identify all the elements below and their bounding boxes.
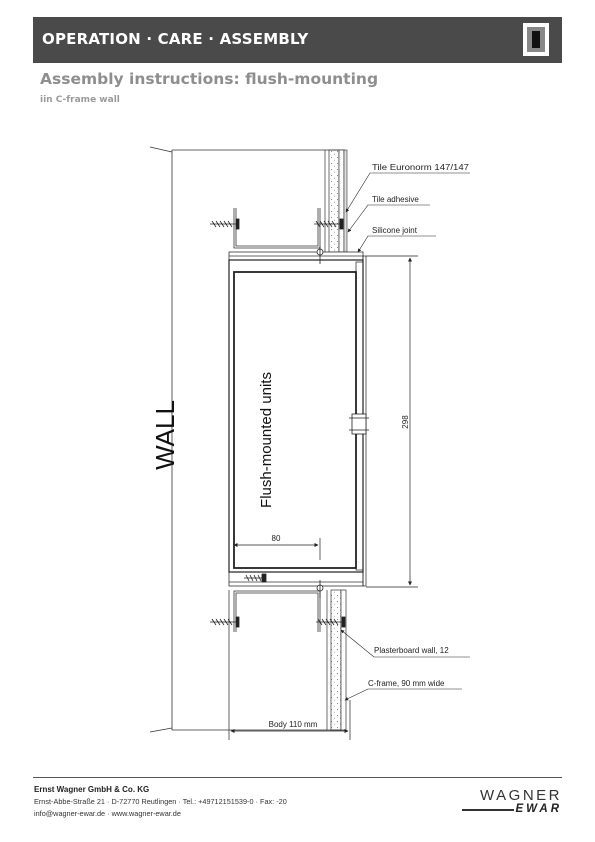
body-dimension — [228, 590, 351, 740]
logo-text-bottom: EWAR — [515, 803, 562, 815]
page-title: Assembly instructions: flush-mounting — [40, 70, 379, 88]
footer-rule — [33, 777, 562, 778]
body-dimension-label: Body 110 mm — [269, 720, 318, 729]
screw-lower-right — [316, 616, 346, 628]
flush-unit-body — [228, 255, 369, 587]
company-address: Ernst-Abbe-Straße 21 · D-72770 Reutlinge… — [34, 797, 287, 806]
plasterboard-label: Plasterboard wall, 12 — [374, 646, 449, 655]
logo-text-top: WAGNER — [480, 787, 562, 804]
depth-dimension — [233, 538, 321, 560]
header-bar: OPERATION · CARE · ASSEMBLY — [33, 17, 562, 63]
cframe-label: C-frame, 90 mm wide — [368, 679, 445, 688]
screw-lower-center — [316, 580, 324, 598]
tile-label: Tile Euronorm 147/147 — [372, 163, 470, 172]
wagner-ewar-logo: WAGNER EWAR — [462, 787, 564, 821]
height-dimension — [366, 255, 418, 588]
header-title: OPERATION · CARE · ASSEMBLY — [42, 30, 309, 48]
silicone-label: Silicone joint — [372, 226, 418, 235]
page-subtitle: iin C-frame wall — [40, 95, 120, 105]
lower-wall-layers — [326, 589, 347, 731]
screw-unit-bottom — [244, 573, 267, 583]
mounting-screws — [210, 218, 346, 628]
screw-upper-right — [314, 218, 344, 230]
screw-upper-center — [316, 246, 324, 264]
callout-leaders — [340, 172, 470, 701]
screw-upper-left — [210, 218, 240, 230]
unit-label: Flush-mounted units — [258, 372, 275, 508]
company-web: info@wagner-ewar.de · www.wagner-ewar.de — [34, 809, 181, 818]
depth-dimension-label: 80 — [272, 534, 281, 543]
logo-rule — [462, 809, 514, 811]
company-name: Ernst Wagner GmbH & Co. KG — [34, 785, 150, 794]
height-dimension-label: 298 — [401, 415, 410, 429]
adhesive-label: Tile adhesive — [372, 195, 419, 204]
screw-lower-left — [210, 616, 240, 628]
wall-label: WALL — [150, 400, 180, 470]
section-tab-icon — [523, 23, 549, 56]
upper-wall-layers — [324, 149, 348, 253]
